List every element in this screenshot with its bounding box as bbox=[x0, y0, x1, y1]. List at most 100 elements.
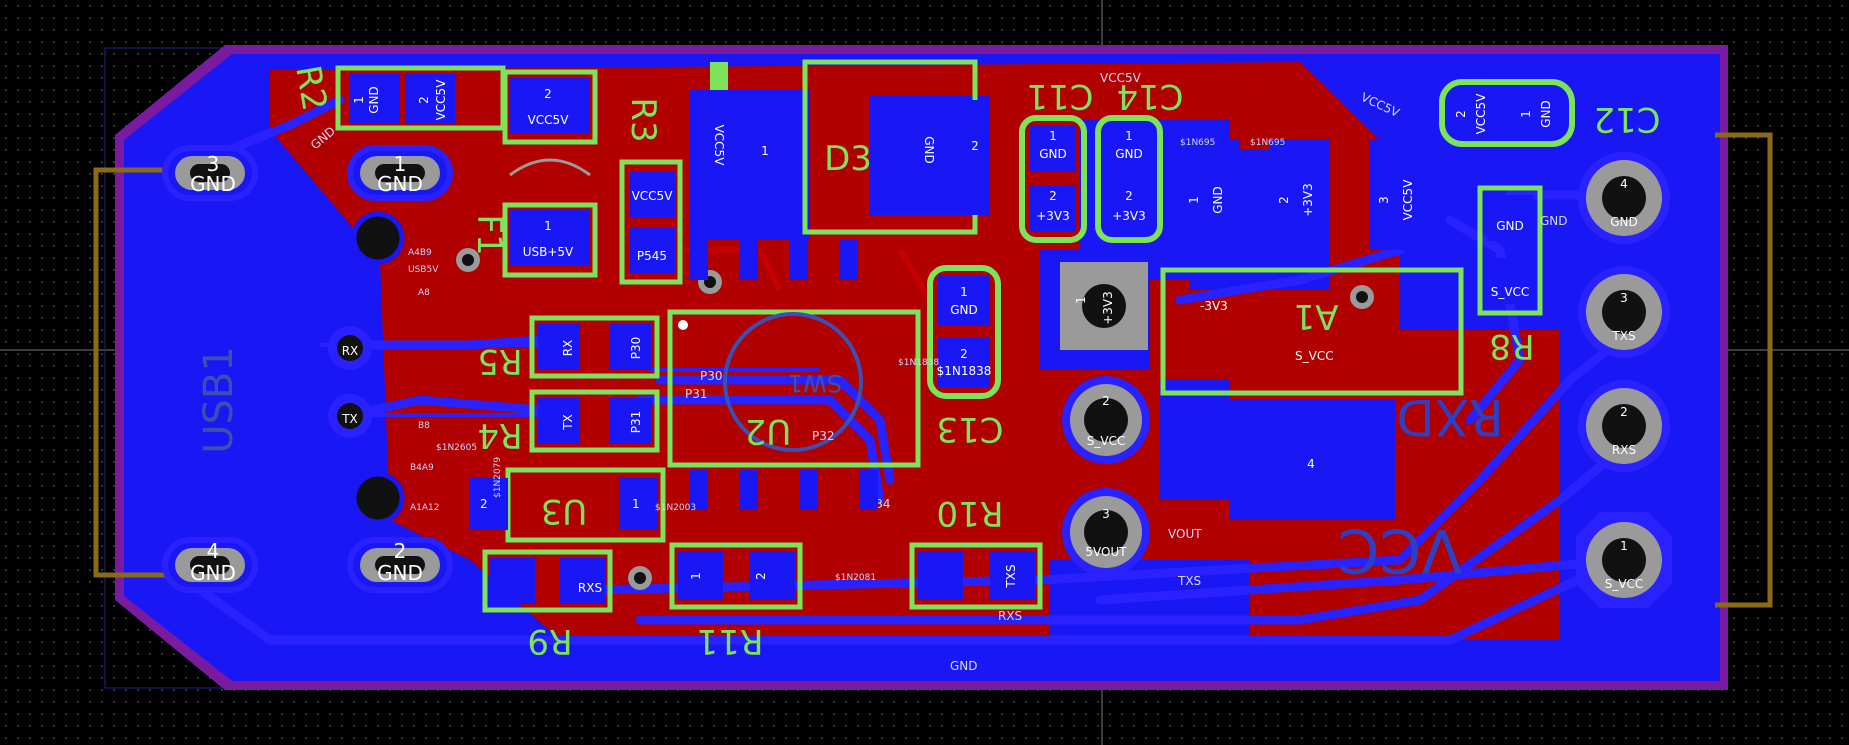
rx-pad[interactable]: RX bbox=[328, 326, 372, 370]
c14-vcc5v-label: VCC5V bbox=[1100, 71, 1142, 85]
r2-pad1-net: GND bbox=[367, 86, 381, 114]
r9-designator: R9 bbox=[527, 621, 572, 661]
r9-footprint[interactable]: RXS bbox=[482, 549, 613, 613]
u3-pad2-num: 2 bbox=[480, 497, 488, 511]
c13-pad1-net: GND bbox=[950, 303, 978, 317]
ic-tab-pad[interactable]: 4 bbox=[1232, 402, 1392, 512]
usb-pad-4[interactable]: 4 GND bbox=[162, 537, 258, 593]
c12-footprint[interactable]: 2 VCC5V 1 GND bbox=[1439, 79, 1575, 147]
usb-pad-2-net: GND bbox=[377, 561, 423, 585]
f1-pad2-num: 2 bbox=[544, 87, 552, 101]
u2-pads bbox=[690, 240, 878, 510]
tx-pad[interactable]: TX bbox=[328, 394, 372, 438]
c13-pad2-net: $1N1838 bbox=[937, 364, 992, 378]
u2-pin-p32: P32 bbox=[812, 429, 835, 443]
r4-designator: R4 bbox=[477, 415, 522, 455]
c13-pad1-num: 1 bbox=[960, 285, 968, 299]
r9-pad-rxs: RXS bbox=[578, 581, 602, 595]
u2-pin-p30: P30 bbox=[700, 369, 723, 383]
c14-footprint[interactable]: 1 GND 2 +3V3 bbox=[1095, 115, 1163, 243]
r5-designator: R5 bbox=[477, 341, 522, 381]
edge-cuts bbox=[93, 132, 1773, 608]
header-pin-3[interactable]: 3 TXS bbox=[1578, 266, 1670, 358]
f1-pad1-num: 1 bbox=[544, 219, 552, 233]
r2-designator: R2 bbox=[287, 62, 334, 114]
a1-label-svcc: S_VCC bbox=[1295, 349, 1334, 363]
usb-pin-a1a12: A1A12 bbox=[410, 503, 440, 513]
header-pin-1-num: 1 bbox=[1620, 539, 1628, 553]
vout-label: VOUT bbox=[1168, 527, 1202, 541]
c12-pad1-net: GND bbox=[1539, 100, 1553, 128]
r11-footprint[interactable]: 1 2 bbox=[669, 542, 803, 610]
header-pin-1-net: S_VCC bbox=[1605, 577, 1644, 591]
net-label-txs: TXS bbox=[1177, 574, 1201, 588]
net-label-n6: $1N2079 bbox=[493, 457, 503, 498]
usb-pad-4-net: GND bbox=[190, 561, 236, 585]
net-label-n5: $1N2605 bbox=[436, 443, 477, 453]
usb-pad-4-num: 4 bbox=[207, 539, 220, 563]
mid-pad-3[interactable]: 3 5VOUT bbox=[1062, 488, 1150, 576]
c11-designator: C11 bbox=[1026, 76, 1093, 116]
net-label-gnd-right: GND bbox=[1540, 214, 1568, 228]
c14-pad2-num: 2 bbox=[1125, 189, 1133, 203]
r10-footprint[interactable]: TXS bbox=[909, 542, 1043, 610]
header-pin-4[interactable]: 4 GND bbox=[1578, 152, 1670, 244]
u3-footprint[interactable]: 2 1 $1N2003 bbox=[470, 467, 696, 543]
u3-pad1-num: 1 bbox=[632, 497, 640, 511]
mid-pad-2[interactable]: 2 S_VCC bbox=[1062, 376, 1150, 464]
usb-pad-3[interactable]: 3 GND bbox=[162, 145, 258, 201]
net-label-n4: $1N695 bbox=[1250, 138, 1285, 148]
header-pin-2-num: 2 bbox=[1620, 405, 1628, 419]
net-label-n1: $1N1838 bbox=[898, 358, 939, 368]
header-pin-1[interactable]: 1 S_VCC bbox=[1576, 512, 1672, 608]
a1-outline[interactable]: -3V3 S_VCC bbox=[1160, 267, 1464, 396]
r10-designator: R10 bbox=[937, 493, 1004, 533]
d3-pad2-net: GND bbox=[922, 136, 936, 164]
f1-footprint[interactable]: 2 VCC5V 1 USB+5V bbox=[502, 69, 598, 278]
usb-pad-1[interactable]: 1 GND bbox=[347, 145, 453, 201]
c14-pad1-net: GND bbox=[1115, 147, 1143, 161]
c12-pad1-num: 1 bbox=[1519, 110, 1533, 118]
a1-label-minus3v3: -3V3 bbox=[1200, 299, 1228, 313]
d3-pad1-num: 1 bbox=[761, 144, 769, 158]
c14-pad2-net: +3V3 bbox=[1112, 209, 1146, 223]
usb-pin-usb5v: USB5V bbox=[408, 265, 439, 275]
usb-pin-b4a9: B4A9 bbox=[410, 463, 434, 473]
usb-pad-3-net: GND bbox=[190, 172, 236, 196]
ic-tab-num: 4 bbox=[1307, 457, 1315, 471]
reg-pad1-net: GND bbox=[1211, 186, 1225, 214]
header-pin-2[interactable]: 2 RXS bbox=[1578, 380, 1670, 472]
mid-pad-1[interactable]: 1 +3V3 bbox=[1060, 262, 1148, 350]
r8-designator: R8 bbox=[1489, 326, 1534, 366]
usb1-designator: USB1 bbox=[196, 346, 242, 454]
u2-footprint[interactable]: P30 P31 P32 P34 SW1 bbox=[667, 309, 921, 511]
r4-pad-p31: P31 bbox=[629, 411, 643, 434]
header-pin-3-num: 3 bbox=[1620, 291, 1628, 305]
u2-sw1-label: SW1 bbox=[788, 369, 842, 397]
c11-footprint[interactable]: 1 GND 2 +3V3 bbox=[1019, 115, 1087, 243]
d3-footprint[interactable]: 1 VCC5V 2 GND bbox=[698, 59, 990, 235]
reg-pad3-net: VCC5V bbox=[1401, 179, 1415, 221]
r5-footprint[interactable]: RX P30 bbox=[529, 315, 660, 379]
c11-pad1-num: 1 bbox=[1049, 129, 1057, 143]
r3-designator: R3 bbox=[623, 97, 663, 142]
c12-designator: C12 bbox=[1593, 99, 1660, 139]
mid-pad-1-num: 1 bbox=[1074, 296, 1088, 304]
mid-pad-3-num: 3 bbox=[1102, 507, 1110, 521]
c13-pad2-num: 2 bbox=[960, 347, 968, 361]
usb-pad-1-net: GND bbox=[377, 172, 423, 196]
regulator-block[interactable]: 1 GND 2 +3V3 3 VCC5V $1N695 bbox=[1180, 138, 1430, 250]
d3-pad2-num: 2 bbox=[971, 139, 979, 153]
r11-designator: R11 bbox=[697, 621, 764, 661]
c13-footprint[interactable]: 1 GND 2 $1N1838 bbox=[927, 265, 1001, 399]
r8-footprint[interactable]: GND S_VCC bbox=[1477, 185, 1543, 316]
mid-pad-2-net: S_VCC bbox=[1087, 434, 1126, 448]
r3-footprint[interactable]: VCC5V P545 bbox=[619, 159, 683, 285]
usb-pad-2[interactable]: 2 GND bbox=[347, 537, 453, 593]
c14-pad1-num: 1 bbox=[1125, 129, 1133, 143]
r2-footprint[interactable]: GND VCC5V 1 2 bbox=[335, 65, 506, 131]
net-label-gnd-bottom: GND bbox=[950, 659, 978, 673]
r3-pad-p545: P545 bbox=[637, 249, 667, 263]
r4-footprint[interactable]: TX P31 bbox=[529, 389, 660, 453]
